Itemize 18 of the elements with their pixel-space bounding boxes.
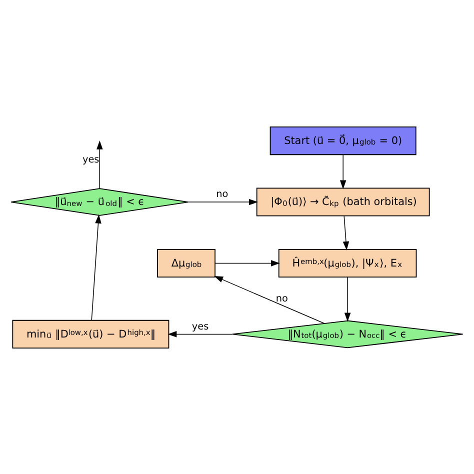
node-box: |Φ0(u⃗)⟩ → C̃kp (bath orbitals) bbox=[256, 187, 430, 216]
arrow bbox=[96, 140, 103, 188]
edge-label: no bbox=[216, 188, 228, 200]
node-diamond: ‖Ntot(μglob) − Nocc‖ < ϵ bbox=[232, 320, 464, 348]
arrow bbox=[342, 215, 350, 250]
arrow bbox=[344, 276, 351, 322]
arrow bbox=[340, 154, 346, 189]
arrow bbox=[214, 275, 325, 324]
arrow bbox=[91, 214, 102, 320]
edge-label: yes bbox=[82, 154, 100, 165]
node-box: Start (u⃗ = 0⃗, μglob = 0) bbox=[270, 126, 416, 155]
node-box: Δμglob bbox=[157, 248, 216, 278]
arrow bbox=[188, 198, 258, 205]
arrow bbox=[214, 260, 280, 266]
edge-label: no bbox=[276, 292, 288, 304]
arrow bbox=[168, 330, 233, 337]
node-diamond: ‖u⃗new − u⃗old‖ < ϵ bbox=[10, 188, 189, 216]
edge-label: yes bbox=[192, 320, 209, 332]
